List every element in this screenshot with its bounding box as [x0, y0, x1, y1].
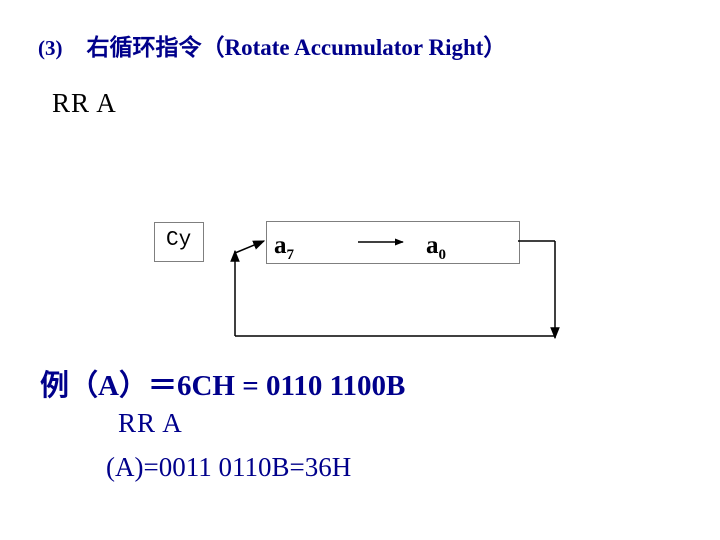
lsb-bit-label: a0	[426, 232, 446, 264]
example-result: (A)=0011 0110B=36H	[106, 452, 352, 482]
example-instruction: RR A	[118, 408, 183, 438]
rotate-loop-arrow	[230, 240, 560, 340]
example-register: 例（A）	[40, 370, 148, 402]
slide-heading: (3) 右循环指令（Rotate Accumulator Right）	[38, 28, 506, 62]
carry-flag-box	[154, 222, 204, 262]
msb-subscript: 7	[286, 247, 295, 263]
lsb-letter: a	[426, 232, 439, 259]
carry-flag-label: Cy	[166, 229, 192, 252]
msb-bit-label: a7	[274, 232, 294, 264]
heading-number: (3)	[38, 36, 63, 60]
example-value: 6CH = 0110 1100B	[176, 370, 406, 402]
lsb-subscript: 0	[438, 247, 447, 263]
heading-title: 右循环指令（Rotate Accumulator Right）	[86, 35, 507, 60]
msb-letter: a	[274, 232, 287, 259]
example-equals: ＝	[147, 370, 177, 402]
example-line-1: 例（A）＝6CH = 0110 1100B	[40, 362, 405, 404]
instruction-syntax: RR A	[52, 88, 117, 118]
